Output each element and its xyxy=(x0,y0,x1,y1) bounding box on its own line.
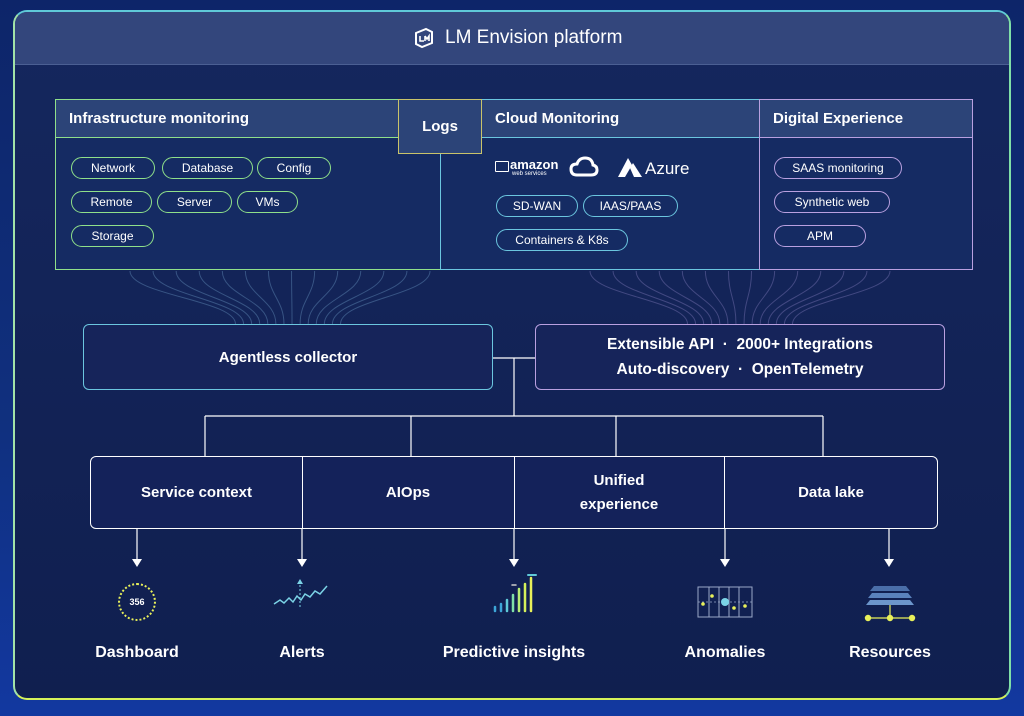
data-stream-line xyxy=(244,270,277,325)
chip-remote: Remote xyxy=(71,191,152,213)
data-stream-line xyxy=(759,270,799,325)
data-stream-line xyxy=(291,270,293,325)
data-stream-line xyxy=(323,270,385,325)
data-stream-line xyxy=(331,270,408,325)
page-title: LM Envision platform xyxy=(413,26,622,50)
data-stream-line xyxy=(727,270,737,325)
agentless-collector-box: Agentless collector xyxy=(83,324,493,390)
chip-sd-wan: SD-WAN xyxy=(496,195,578,217)
cloud-title: Cloud Monitoring xyxy=(495,110,620,127)
data-stream-line xyxy=(175,270,253,325)
predictive-insights-icon xyxy=(493,574,537,613)
title-bar xyxy=(15,12,1009,65)
data-stream-line xyxy=(751,270,776,325)
data-stream-line xyxy=(658,270,713,325)
digital-title: Digital Experience xyxy=(773,110,904,127)
core-cell-service-context: Service context xyxy=(91,457,303,528)
data-stream-line xyxy=(635,270,705,325)
data-stream-line xyxy=(743,270,753,325)
api-integrations-box: Extensible API · 2000+ Integrations Auto… xyxy=(535,324,945,390)
title-text: LM Envision platform xyxy=(445,27,623,48)
alerts-icon xyxy=(273,579,328,608)
digital-experience-panel: Digital Experience SAAS monitoring Synth… xyxy=(759,99,973,270)
core-cell-aiops: AIOps xyxy=(302,457,515,528)
data-stream-line xyxy=(681,270,721,325)
branch-drops xyxy=(204,416,824,457)
chip-database: Database xyxy=(162,157,253,179)
output-alerts: Alerts xyxy=(279,644,325,661)
lm-logo-icon xyxy=(415,27,433,49)
chip-vms: VMs xyxy=(237,191,298,213)
aws-wordmark: amazon xyxy=(510,157,559,172)
cloud-header: Cloud Monitoring xyxy=(441,100,759,138)
data-stream-line xyxy=(704,270,729,325)
data-stream-left xyxy=(129,270,431,325)
chip-synthetic-web: Synthetic web xyxy=(774,191,890,213)
api-line-1: Extensible API · 2000+ Integrations xyxy=(606,336,874,353)
chip-saas-monitoring: SAAS monitoring xyxy=(774,157,902,179)
aws-logo: amazon web services xyxy=(495,156,559,182)
aws-cube-icon xyxy=(495,161,509,172)
data-stream-line xyxy=(612,270,697,325)
data-stream-line xyxy=(775,270,845,325)
data-stream-line xyxy=(221,270,269,325)
output-dashboard: Dashboard xyxy=(95,644,179,661)
chip-config: Config xyxy=(257,157,331,179)
data-stream-line xyxy=(307,270,339,325)
chip-network: Network xyxy=(71,157,155,179)
data-stream-line xyxy=(783,270,868,325)
data-stream-line xyxy=(767,270,822,325)
anomalies-icon xyxy=(697,586,753,618)
resources-icon xyxy=(864,586,916,622)
chip-storage: Storage xyxy=(71,225,154,247)
chip-iaas-paas: IAAS/PAAS xyxy=(583,195,678,217)
chip-containers-k8s: Containers & K8s xyxy=(496,229,628,251)
chip-apm: APM xyxy=(774,225,866,247)
azure-wordmark: Azure xyxy=(645,159,690,178)
cloud-panel: Cloud Monitoring amazon web services Azu… xyxy=(440,99,760,270)
output-resources: Resources xyxy=(849,644,931,661)
chip-server: Server xyxy=(157,191,232,213)
digital-header: Digital Experience xyxy=(760,100,972,138)
data-stream-line xyxy=(129,270,236,325)
aws-subtitle: web services xyxy=(512,171,547,177)
logs-label: Logs xyxy=(422,118,458,135)
data-stream-line xyxy=(589,270,688,325)
data-stream-line xyxy=(315,270,362,325)
data-stream-line xyxy=(299,270,316,325)
api-line-2: Auto-discovery · OpenTelemetry xyxy=(616,361,864,378)
logs-tab: Logs xyxy=(398,99,482,154)
core-cell-unified-experience: Unified experience xyxy=(514,457,725,528)
dashboard-icon: 356 xyxy=(118,583,156,621)
google-cloud-icon xyxy=(569,156,599,177)
data-stream-line xyxy=(340,270,431,325)
infrastructure-panel: Infrastructure monitoring Network Databa… xyxy=(55,99,441,270)
data-stream-line xyxy=(792,270,891,325)
infrastructure-header: Infrastructure monitoring xyxy=(56,100,441,138)
output-anomalies: Anomalies xyxy=(684,644,766,661)
data-stream-line xyxy=(198,270,261,325)
output-predictive-insights: Predictive insights xyxy=(442,644,586,661)
infrastructure-title: Infrastructure monitoring xyxy=(69,110,250,127)
dashboard-gauge-value: 356 xyxy=(129,597,145,607)
core-cell-data-lake: Data lake xyxy=(798,484,864,501)
data-stream-right xyxy=(589,270,891,325)
data-stream-line xyxy=(267,270,285,325)
azure-icon xyxy=(618,158,642,177)
core-capabilities-box: Service context AIOps Unified experience… xyxy=(90,456,938,529)
data-stream-line xyxy=(152,270,245,325)
collector-label: Agentless collector xyxy=(218,348,358,366)
